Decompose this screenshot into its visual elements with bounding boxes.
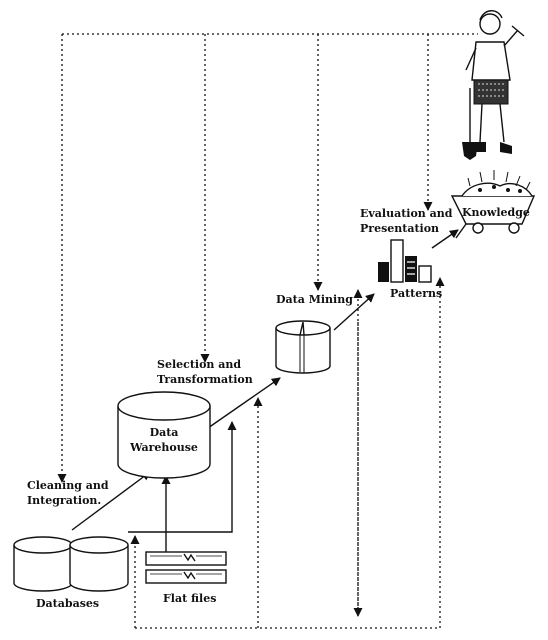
label-selection-line1: Selection and	[157, 358, 241, 371]
data-mining-icon	[275, 320, 331, 374]
flow-lines	[71, 229, 459, 552]
feedback-loop-top	[57, 33, 478, 483]
knowledge-cart-icon	[450, 170, 536, 239]
flat-file-icon	[145, 551, 227, 584]
label-evaluation-line2: Presentation	[360, 222, 439, 235]
arrow-patterns-to-knowledge	[431, 229, 459, 249]
label-flat-files: Flat files	[163, 592, 216, 605]
label-warehouse-line2: Warehouse	[129, 441, 198, 454]
patterns-bar-icon	[378, 239, 432, 283]
label-cleaning-line1: Cleaning and	[27, 479, 109, 492]
miner-figure-icon	[462, 10, 525, 160]
label-knowledge: Knowledge	[462, 206, 530, 219]
arrow-warehouse-to-mining	[207, 377, 281, 429]
arrow-databases-bypass	[128, 421, 237, 533]
feedback-loop-bottom	[130, 277, 445, 629]
label-databases: Databases	[36, 597, 99, 610]
stage-labels: Databases Flat files Cleaning and Integr…	[27, 206, 530, 610]
label-selection-line2: Transformation	[157, 373, 253, 386]
arrow-mining-to-patterns	[333, 293, 375, 331]
database-icon	[13, 536, 129, 592]
label-warehouse-line1: Data	[150, 426, 179, 439]
arrow-databases-to-warehouse	[71, 471, 151, 531]
label-evaluation-line1: Evaluation and	[360, 207, 453, 220]
label-cleaning-line2: Integration.	[27, 494, 101, 507]
label-patterns: Patterns	[390, 287, 442, 300]
data-warehouse-icon	[117, 391, 211, 479]
label-data-mining: Data Mining	[276, 293, 353, 306]
